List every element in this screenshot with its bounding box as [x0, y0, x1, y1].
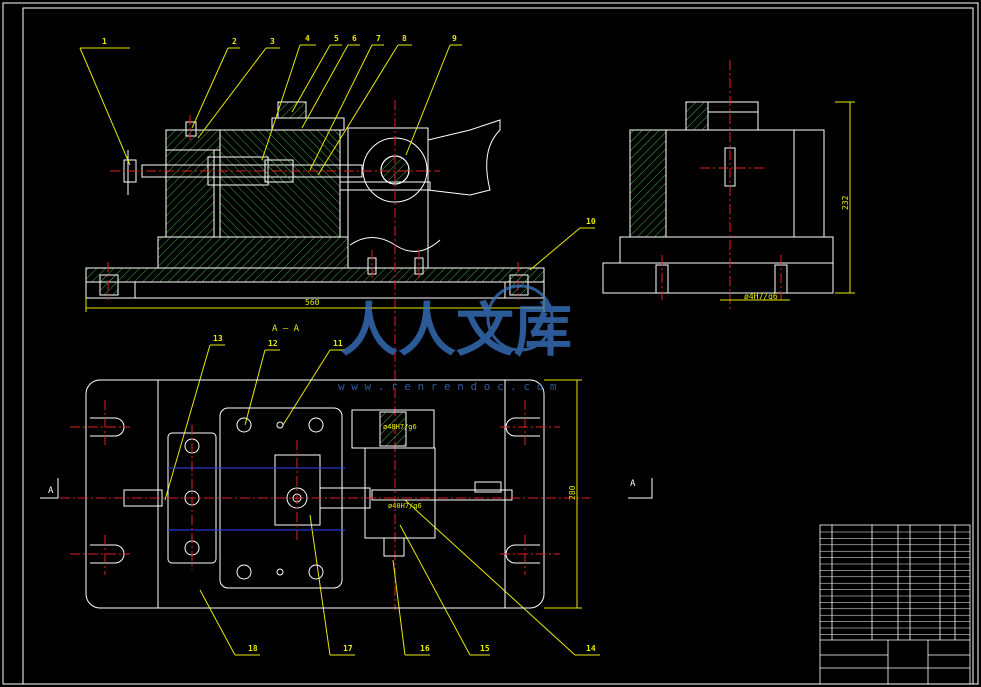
plan-blue-lines: [168, 467, 345, 531]
sheet-inner-border: [22, 7, 974, 685]
side-centerlines: [661, 60, 782, 310]
balloon-15: 15: [480, 644, 490, 653]
balloon-8: 8: [402, 34, 407, 43]
plan-view: [85, 379, 545, 609]
balloon-17: 17: [343, 644, 353, 653]
front-dimension-length: [85, 298, 545, 312]
balloon-12: 12: [268, 339, 278, 348]
side-view: [602, 101, 834, 294]
side-dimension-fit: ø4H7/g6: [744, 292, 778, 301]
watermark-url: w w w . r e n r e n d o c . c o m: [338, 380, 557, 393]
balloon-10: 10: [586, 217, 596, 226]
balloon-1: 1: [102, 37, 107, 46]
leader-lines: [79, 44, 600, 656]
balloon-9: 9: [452, 34, 457, 43]
balloon-16: 16: [420, 644, 430, 653]
front-view: [85, 101, 545, 299]
front-centerlines: [107, 100, 519, 610]
plan-dimension-height: 280: [568, 485, 577, 500]
plan-centerlines: [60, 400, 590, 575]
section-title: A — A: [272, 324, 300, 334]
section-marker-right: A: [630, 479, 636, 489]
watermark-logo: 人人文库 w w w . r e n r e n d o c . c o m: [338, 284, 572, 393]
title-block-rows: [820, 531, 970, 635]
balloon-5: 5: [334, 34, 339, 43]
plan-fit-b: ø40H7/g6: [388, 502, 422, 510]
balloon-3: 3: [270, 37, 275, 46]
balloon-6: 6: [352, 34, 357, 43]
section-markers: [40, 478, 653, 499]
balloon-labels: 1 2 3 4 5 6 7 8 9 10 11 12 13 14 15 16 1…: [102, 34, 596, 653]
balloon-7: 7: [376, 34, 381, 43]
side-dimension-height: 232: [841, 195, 850, 210]
balloon-11: 11: [333, 339, 343, 348]
front-dimension-length-label: 560: [305, 298, 320, 307]
watermark-text: 人人文库: [340, 296, 572, 364]
plan-fit-a: ø48H7/g6: [383, 423, 417, 431]
balloon-2: 2: [232, 37, 237, 46]
plan-dimension: [544, 379, 582, 609]
title-block: [819, 524, 971, 685]
balloon-13: 13: [213, 334, 223, 343]
balloon-4: 4: [305, 34, 310, 43]
side-dimension: [720, 101, 855, 301]
balloon-18: 18: [248, 644, 258, 653]
balloon-14: 14: [586, 644, 596, 653]
section-marker-left: A: [48, 486, 54, 496]
